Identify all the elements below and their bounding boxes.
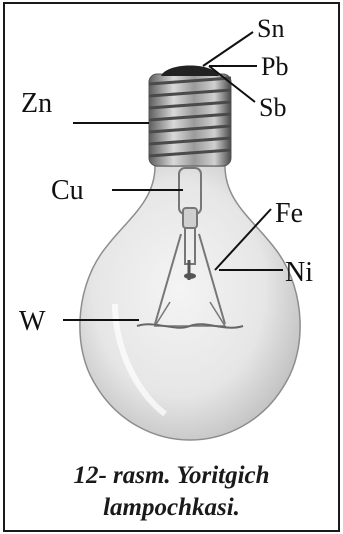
label-cu: Cu [51, 175, 84, 206]
label-pb: Pb [261, 52, 288, 81]
screw-base [149, 74, 231, 166]
leader-sn [203, 32, 253, 66]
label-w: W [19, 306, 46, 337]
caption-line-1: 12- rasm. Yoritgich [5, 460, 338, 492]
label-sn: Sn [257, 14, 284, 43]
caption-line-2: lampochkasi. [5, 492, 338, 524]
label-ni: Ni [285, 257, 313, 288]
light-bulb-diagram: Sn Pb Sb Zn Cu Fe Ni W [5, 4, 338, 530]
figure-frame: Sn Pb Sb Zn Cu Fe Ni W 12- rasm. Yoritgi… [3, 2, 340, 532]
label-sb: Sb [259, 93, 286, 122]
label-zn: Zn [21, 88, 52, 119]
label-fe: Fe [275, 198, 303, 229]
